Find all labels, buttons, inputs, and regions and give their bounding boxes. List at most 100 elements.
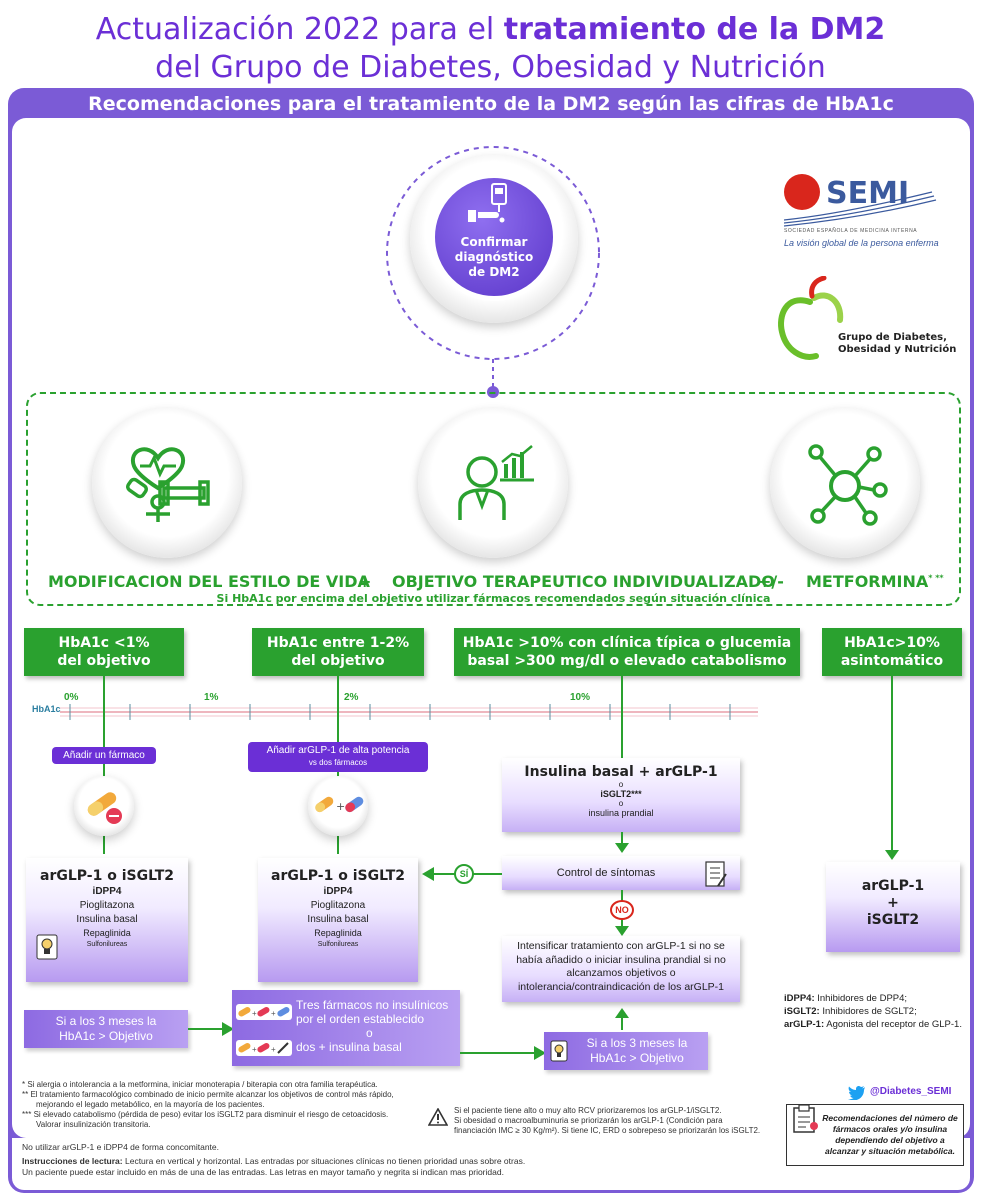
diagnosis-line2: diagnóstico [454,250,534,264]
column-hba1c-gt10-asymptomatic: HbA1c>10%asintomático [822,628,962,676]
pillar-target: OBJETIVO TERAPEUTICO INDIVIDUALIZADO [392,572,775,591]
pillar-metformin: METFORMINA* ** [806,572,944,591]
scale-label: HbA1c [32,704,61,714]
bottom-notes: No utilizar arGLP-1 e iDPP4 de forma con… [22,1142,782,1178]
pills-insulin-icon: + + [236,1040,292,1056]
box1-l2: Pioglitazona [79,900,135,911]
lightbulb-icon [36,934,58,960]
insulin-l2: insulina prandial [588,808,654,818]
footnote-2b: mejorando el legado metabólico, en la ma… [36,1100,265,1109]
metformin-label: METFORMINA [806,572,929,591]
title-line1-bold: tratamiento de la DM2 [503,12,886,47]
footnote-3b: Valorar insulinización transitoria. [36,1120,151,1129]
insulin-title: Insulina basal + arGLP-1 [524,764,718,780]
lightbulb-icon-2 [550,1040,568,1062]
banner-title: Recomendaciones para el tratamiento de l… [88,93,894,115]
no-badge: NO [610,900,634,920]
arrow-left-icon [422,867,434,881]
box2-l4: Repaglinida [314,928,362,938]
intensify-box: Intensificar tratamiento con arGLP-1 si … [502,936,740,1002]
drug-options-box-2: arGLP-1 o iSGLT2 iDPP4 Pioglitazona Insu… [258,858,418,982]
glossary-dpp4-term: iDPP4: [784,993,815,1004]
arrow-down-icon-3 [615,926,629,936]
intensify-text: Intensificar tratamiento con arGLP-1 si … [516,940,726,993]
bar-right-l2: HbA1c > Objetivo [590,1051,684,1065]
bar-mid-l2: por el orden establecido [296,1012,425,1026]
bottom-note-1: No utilizar arGLP-1 e iDPP4 de forma con… [22,1142,220,1152]
box4-l2: + [887,895,899,911]
column-hba1c-1-2: HbA1c entre 1-2%del objetivo [252,628,424,676]
bar-mid-l3: dos + insulina basal [296,1040,402,1054]
glp1-sglt2-box: arGLP-1 + iSGLT2 [826,862,960,952]
svg-text:+: + [252,1045,257,1054]
connector-c1c [103,828,105,854]
molecule-icon [808,444,888,526]
connector-c1 [103,676,105,748]
diagnosis-line3: de DM2 [468,265,520,279]
scale-tick-1: 1% [204,692,219,703]
bottom-note-2: Lectura en vertical y horizontal. Las en… [122,1156,526,1166]
box4-l1: arGLP-1 [861,878,925,894]
arrow-down-icon [885,850,899,860]
symptom-control-label: Control de síntomas [556,867,656,879]
gdon-line1: Grupo de Diabetes, [838,332,947,343]
svg-text:+: + [271,1009,276,1018]
warning-line3: financiación IMC ≥ 30 Kg/m²). Si tiene I… [454,1126,761,1135]
apple-logo-icon [778,276,844,360]
svg-text:+: + [336,800,345,813]
checklist-icon [705,861,727,887]
scale-tick-2: 2% [344,692,359,703]
c3-line2: basal >300 mg/dl o elevado catabolismo [467,653,787,669]
warning-icon [428,1108,448,1126]
diagnosis-core [430,173,558,301]
drug-options-box-1: arGLP-1 o iSGLT2 iDPP4 Pioglitazona Insu… [26,858,188,982]
metformin-footnote-mark: * ** [928,573,944,583]
c1-line2: del objetivo [57,653,151,669]
arrow-up-icon [615,1008,629,1018]
warning-line1: Si el paciente tiene alto o muy alto RCV… [454,1106,722,1115]
insulin-box: Insulina basal + arGLP-1 o iSGLT2*** o i… [502,758,740,832]
reco-text: Recomendaciones del número de fármacos o… [822,1113,958,1156]
twitter-handle[interactable]: @Diabetes_SEMI [870,1086,952,1097]
gdon-logo-text: Grupo de Diabetes, Obesidad y Nutrición [838,332,956,356]
column-hba1c-lt1: HbA1c <1% del objetivo [24,628,184,676]
column-hba1c-gt10-symptomatic: HbA1c >10% con clínica típica o glucemia… [454,628,800,676]
bar-mid-l1: Tres fármacos no insulínicos [296,998,449,1012]
connector-c3b [621,832,623,846]
symptom-control-box: Control de síntomas [502,856,740,890]
diagnosis-line1: Confirmar [460,235,528,249]
pillars-subline: Si HbA1c por encima del objetivo utiliza… [216,592,771,605]
three-month-bar-right: Si a los 3 meses la HbA1c > Objetivo [544,1032,708,1070]
box4-l3: iSGLT2 [866,912,920,928]
connector-c2c [337,828,339,854]
bar-left-l2: HbA1c > Objetivo [59,1029,153,1043]
doctor-chart-icon [458,445,534,520]
clipboard-icon [793,1104,818,1133]
glucometer-icon [468,183,507,223]
c1-line1: HbA1c <1% [58,635,150,651]
three-pills-icon: + + [236,1004,292,1020]
semi-swoosh-icon [783,191,937,227]
svg-text:+: + [271,1045,276,1054]
box1-l5: Sulfonilureas [86,941,128,948]
connector-bar-2 [460,1052,536,1054]
bar-right-l1: Si a los 3 meses la [586,1036,688,1050]
arrow-right-icon [222,1022,234,1036]
footnote-3a: *** Si elevado catabolismo (pérdida de p… [22,1110,389,1119]
glossary-sglt2-term: iSGLT2: [784,1006,820,1017]
box2-l5: Sulfonilureas [317,941,359,948]
pillar-lifestyle: MODIFICACION DEL ESTILO DE VIDA [48,572,370,591]
box2-l3: Insulina basal [307,914,369,925]
metformin-circle [770,408,920,558]
pillars-box [26,392,961,606]
connector-up [621,1016,623,1030]
three-drugs-bar: Tres fármacos no insulínicos por el orde… [232,990,460,1066]
box2-l2: Pioglitazona [310,900,366,911]
box2-title: arGLP-1 o iSGLT2 [271,868,405,884]
box4-text: arGLP-1 + iSGLT2 [826,878,960,929]
two-pills-icon: + [315,796,364,813]
hba1c-scale [60,704,758,720]
page-title: Actualización 2022 para el tratamiento d… [0,12,981,48]
warning-text: Si el paciente tiene alto o muy alto RCV… [454,1106,784,1136]
reading-instructions-label: Instrucciones de lectura: [22,1156,123,1166]
